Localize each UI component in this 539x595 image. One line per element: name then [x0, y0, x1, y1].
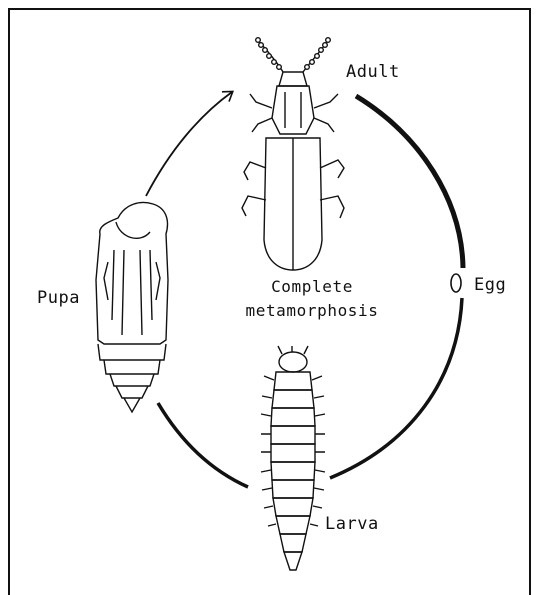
label-larva: Larva	[325, 514, 379, 534]
egg-icon	[451, 274, 461, 292]
label-pupa: Pupa	[37, 288, 80, 308]
arc-pupa-to-adult	[146, 92, 232, 196]
arc-adult-to-egg	[356, 96, 463, 268]
larva-icon	[261, 346, 325, 570]
center-caption-line1: Complete	[232, 275, 392, 299]
label-adult: Adult	[346, 62, 400, 82]
adult-beetle-icon	[242, 38, 344, 270]
arc-egg-to-larva	[330, 298, 462, 478]
pupa-icon	[96, 203, 168, 412]
center-caption-line2: metamorphosis	[232, 299, 392, 323]
label-egg: Egg	[474, 275, 506, 295]
arc-larva-to-pupa	[158, 403, 248, 487]
center-caption: Complete metamorphosis	[232, 275, 392, 323]
